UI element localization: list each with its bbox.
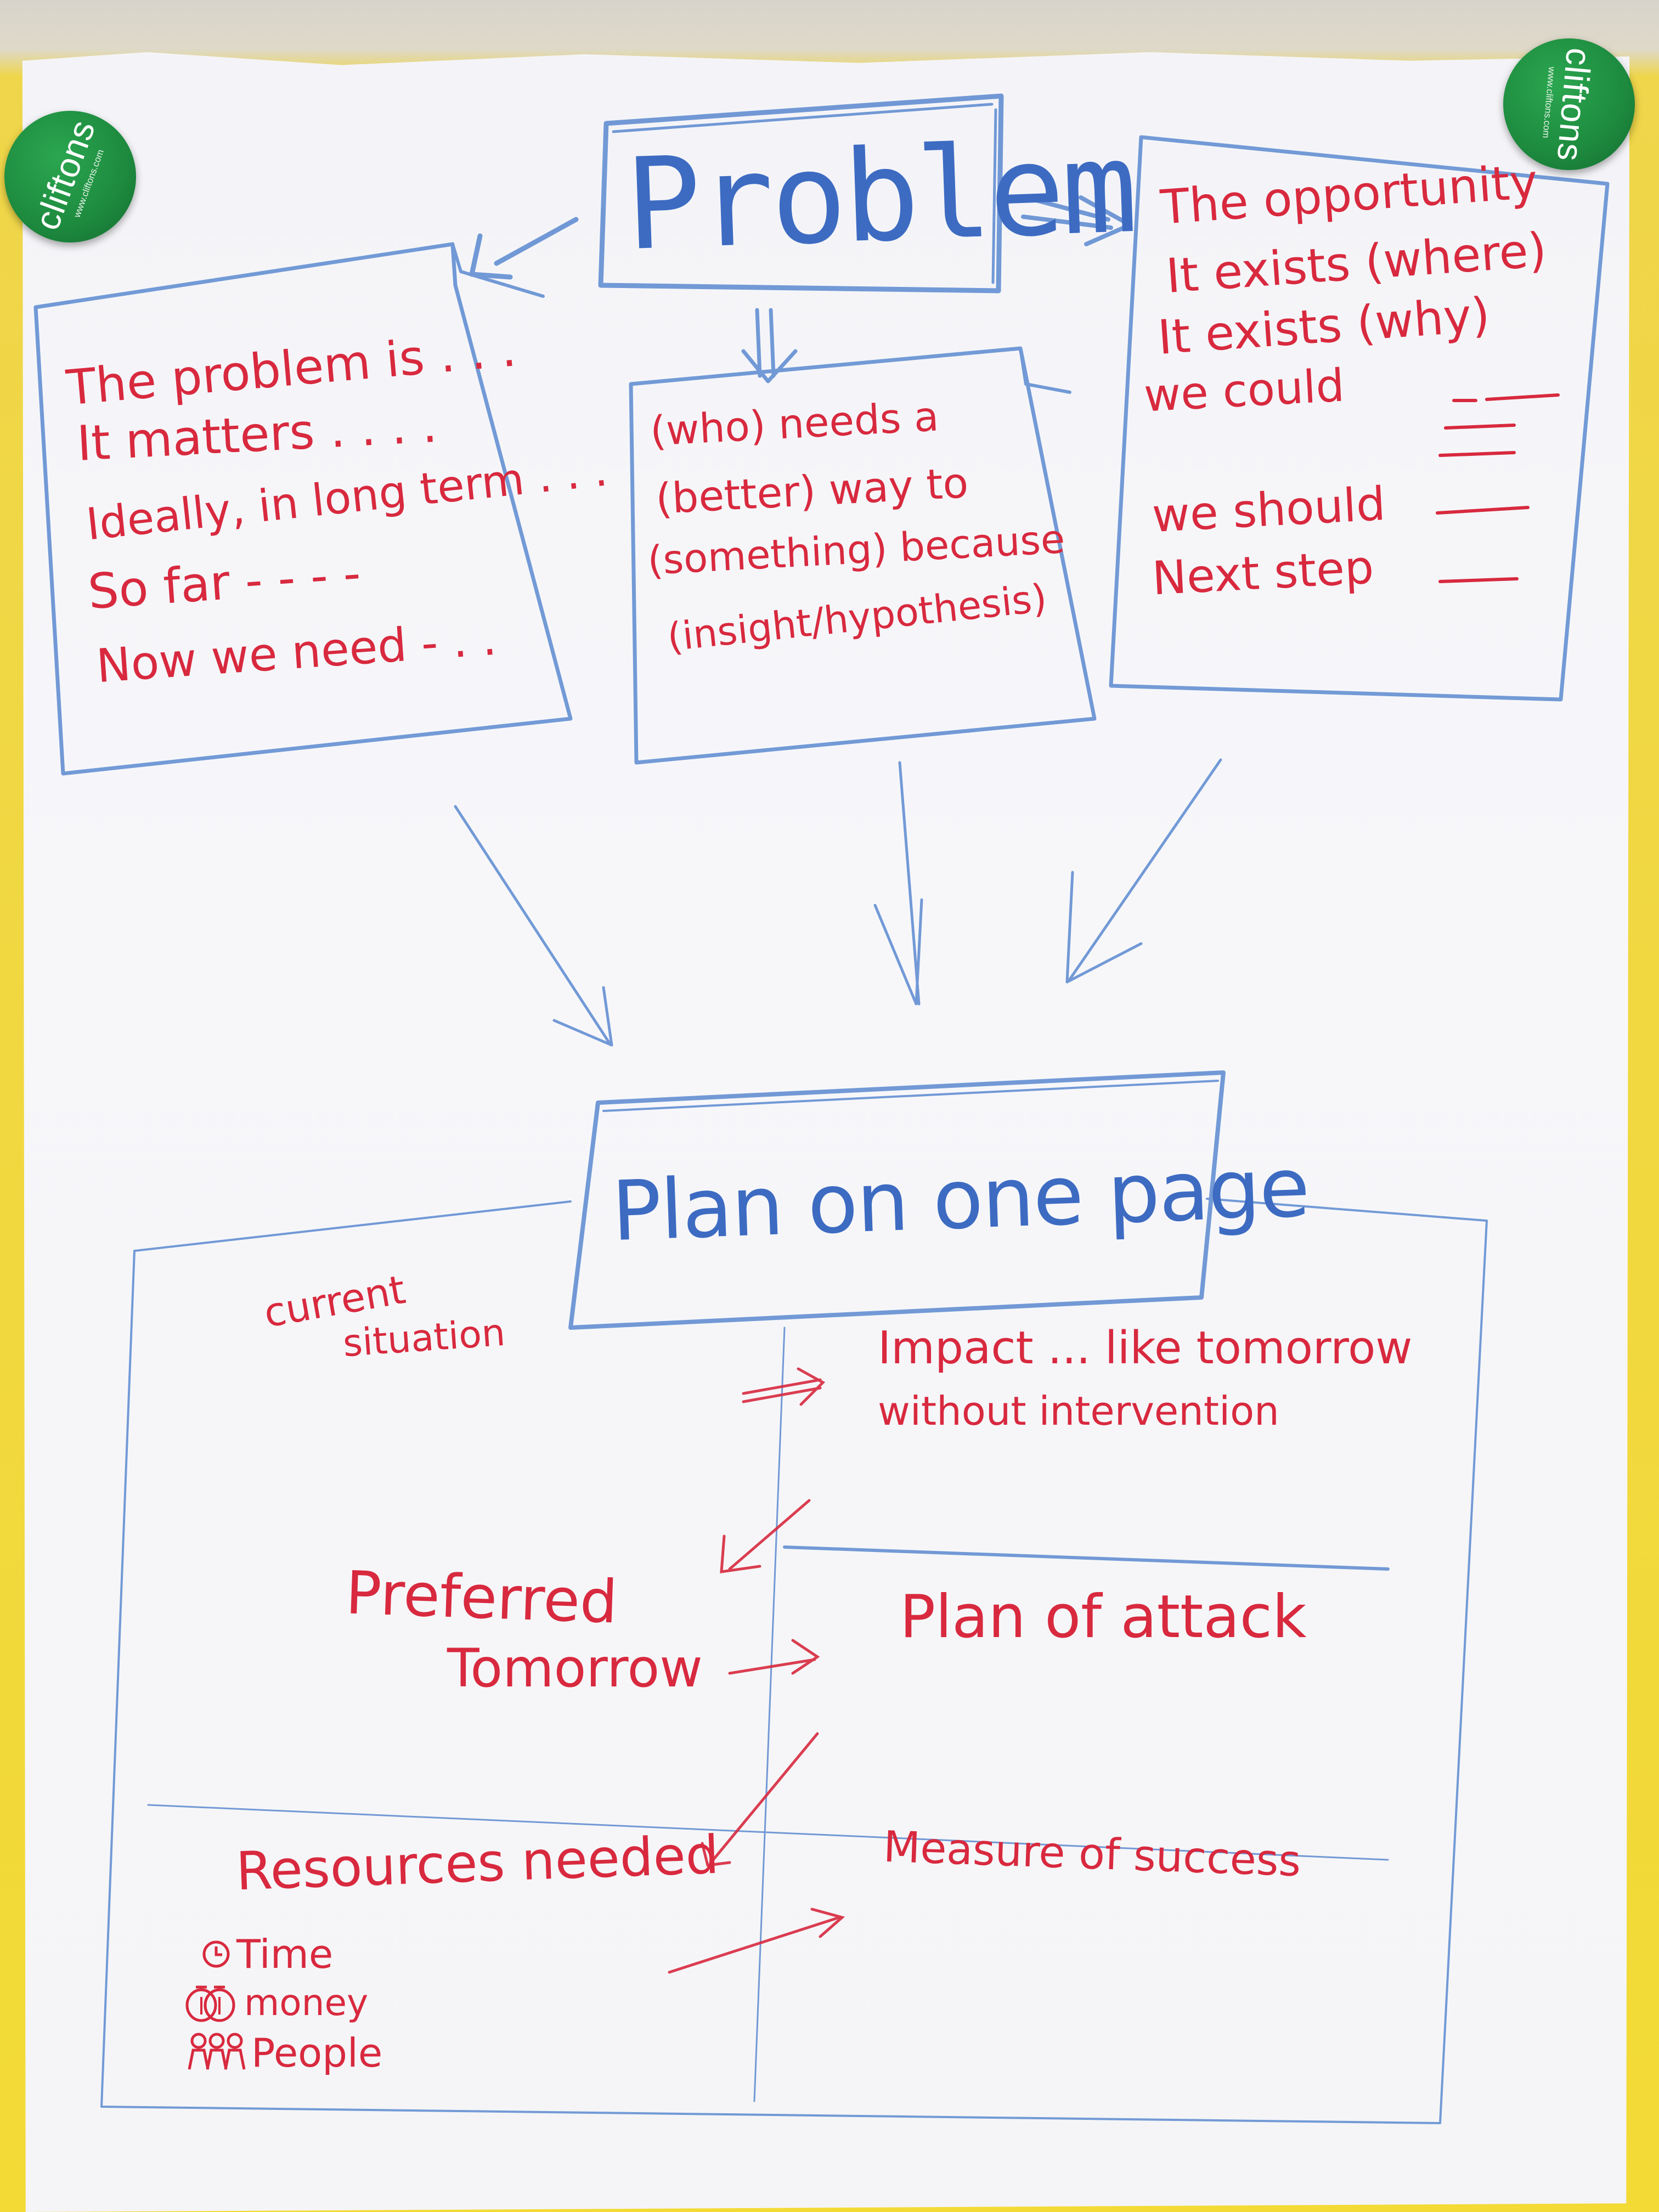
resource-item: People [187,2030,382,2076]
preferred-line: Preferred [344,1559,619,1637]
preferred-line: Tomorrow [447,1638,703,1699]
resource-label: Time [236,1931,334,1977]
plan-of-attack: Plan of attack [900,1583,1307,1651]
resource-item: Time [200,1931,333,1977]
impact-line: without intervention [878,1388,1279,1434]
magnet-right: cliftons www.cliftons.com [1503,38,1635,170]
impact-line: Impact ... like tomorrow [878,1322,1413,1374]
resource-label: People [251,2030,383,2076]
problem-title: Problem [623,114,1137,279]
flipchart-paper [22,52,1630,2212]
people-icon [187,2031,247,2075]
resource-label: money [244,1981,369,2024]
money-bag-icon [184,1980,239,2024]
clock-icon [200,1938,232,1970]
magnet-left: cliftons www.cliftons.com [4,111,136,242]
magnet-brand: cliftons [1550,46,1599,163]
right-box-line: we could [1142,359,1346,422]
resource-item: money [184,1980,368,2024]
